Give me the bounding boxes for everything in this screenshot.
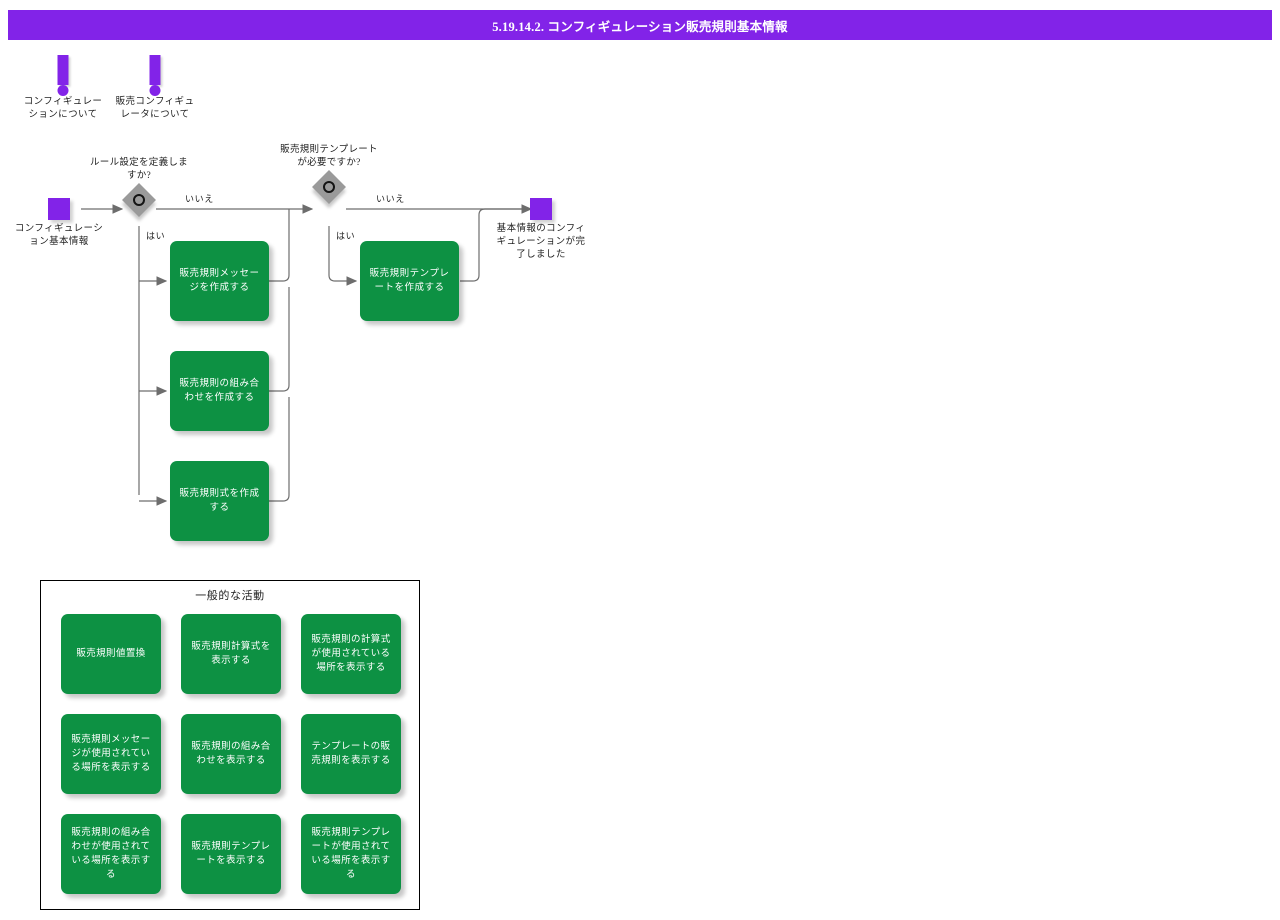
end-node[interactable]: 基本情報のコンフィギュレーションが完了しました [495,198,587,262]
common-activity-item[interactable]: 販売規則メッセージが使用されている場所を表示する [61,714,161,794]
info-note-sales-configurator[interactable]: 販売コンフィギュレータについて [115,55,195,122]
common-activity-item[interactable]: 販売規則の組み合わせが使用されている場所を表示する [61,814,161,894]
page-header-bar: 5.19.14.2. コンフィギュレーション販売規則基本情報 [8,10,1272,40]
common-activities-title: 一般的な活動 [195,590,265,602]
common-activity-item[interactable]: 販売規則の組み合わせを表示する [181,714,281,794]
edge-label-d1-yes: はい [146,231,166,241]
info-note-configuration[interactable]: コンフィギュレーションについて [23,55,103,122]
common-activity-item[interactable]: 販売規則計算式を表示する [181,614,281,694]
activity-create-rule-template[interactable]: 販売規則テンプレートを作成する [360,241,459,321]
common-activities-panel: 一般的な活動 販売規則値置換 販売規則計算式を表示する 販売規則の計算式が使用さ… [40,580,420,910]
decision-question: 販売規則テンプレートが必要ですか? [280,145,378,168]
page-title: 5.19.14.2. コンフィギュレーション販売規則基本情報 [492,19,788,34]
end-node-marker [530,198,552,220]
common-activity-item[interactable]: 販売規則テンプレートを表示する [181,814,281,894]
exclamation-bar [57,55,69,85]
activity-create-rule-combination[interactable]: 販売規則の組み合わせを作成する [170,351,269,431]
start-node-marker [48,198,70,220]
activity-create-rule-message[interactable]: 販売規則メッセージを作成する [170,241,269,321]
decision-diamond [312,170,346,204]
decision-define-rule-settings[interactable]: ルール設定を定義しますか? [89,157,189,217]
exclamation-dot [57,85,69,96]
start-node[interactable]: コンフィギュレーション基本情報 [13,198,105,249]
diamond-inner-circle [133,194,145,206]
exclamation-bar [149,55,161,85]
common-activities-grid: 販売規則値置換 販売規則計算式を表示する 販売規則の計算式が使用されている場所を… [61,614,401,894]
info-note-label: コンフィギュレーションについて [23,97,103,120]
exclamation-icon [115,55,195,96]
end-node-label: 基本情報のコンフィギュレーションが完了しました [496,224,586,260]
exclamation-icon [23,55,103,96]
common-activity-item[interactable]: 販売規則の計算式が使用されている場所を表示する [301,614,401,694]
activity-create-rule-expression[interactable]: 販売規則式を作成する [170,461,269,541]
decision-diamond [122,183,156,217]
decision-need-rule-template[interactable]: 販売規則テンプレートが必要ですか? [279,144,379,204]
common-activity-item[interactable]: テンプレートの販売規則を表示する [301,714,401,794]
decision-question: ルール設定を定義しますか? [89,158,188,181]
common-activity-item[interactable]: 販売規則値置換 [61,614,161,694]
common-activity-item[interactable]: 販売規則テンプレートが使用されている場所を表示する [301,814,401,894]
diamond-inner-circle [323,181,335,193]
exclamation-dot [149,85,161,96]
edge-label-d1-no: いいえ [185,194,214,204]
start-node-label: コンフィギュレーション基本情報 [14,224,104,247]
edge-label-d2-yes: はい [336,231,356,241]
edge-label-d2-no: いいえ [376,194,405,204]
info-note-label: 販売コンフィギュレータについて [115,97,195,120]
